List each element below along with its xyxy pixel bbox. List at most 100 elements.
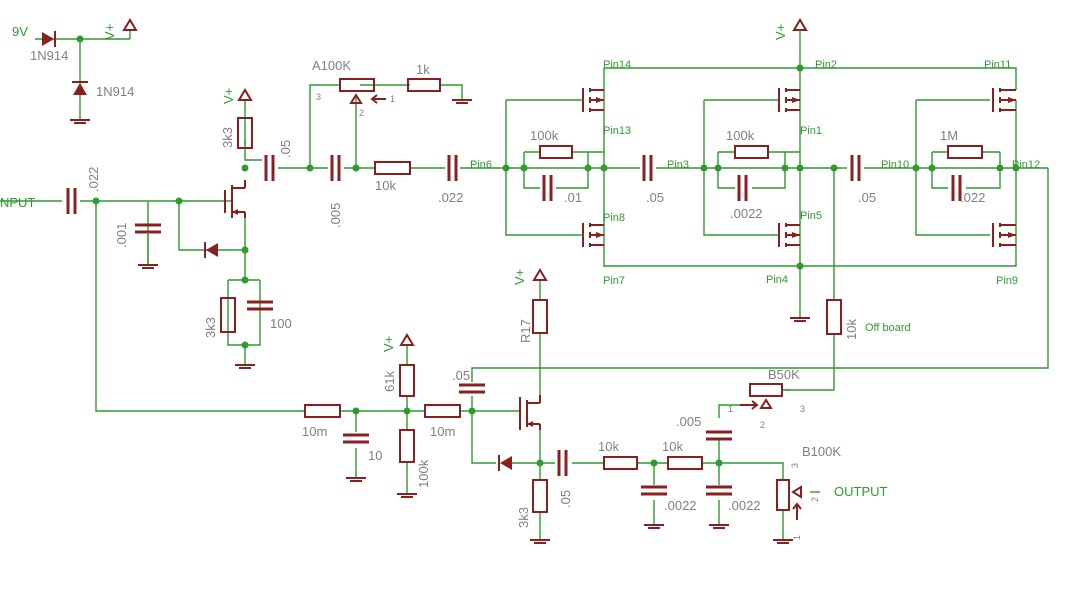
resistor-100k-mixer (399, 429, 415, 463)
resistor-10m-a (304, 404, 341, 418)
label-coupling-2: .05 (858, 190, 876, 205)
label-drain-res: 3k3 (220, 127, 235, 148)
stage1-section: V+ 3k3 3k3 100 .05 A100K 3 1 2 1k .005 1… (203, 58, 472, 369)
jfet-input (224, 180, 246, 218)
label-cap-005: .005 (328, 203, 343, 228)
label-stage-a-res: 100k (530, 128, 559, 143)
label-vplus-mixer: V+ (381, 336, 396, 352)
label-vol-pin2: 2 (810, 497, 820, 502)
label-offboard-res: 10k (844, 319, 859, 340)
pin1: Pin1 (800, 125, 822, 137)
clamp-diode-mixer (498, 455, 512, 471)
label-blend-pot: B50K (768, 367, 800, 382)
pin2: Pin2 (815, 59, 837, 71)
label-coupling-1: .05 (646, 190, 664, 205)
label-source-res: 3k3 (203, 317, 218, 338)
label-1n914-b: 1N914 (96, 84, 134, 99)
label-res-100k: 100k (416, 459, 431, 488)
source-resistor (220, 297, 236, 333)
vplus-arrow-icon (237, 88, 253, 101)
cap-005 (330, 155, 341, 181)
label-trim-pin3: 3 (316, 92, 321, 102)
out-cap-05 (557, 450, 568, 476)
clamp-diode (204, 242, 218, 258)
label-source-cap: 100 (270, 316, 292, 331)
label-trim-res: 1k (416, 62, 430, 77)
label-mixer-cap-005: .005 (676, 414, 701, 429)
label-vplus-r17: V+ (512, 269, 527, 285)
cap-022-c (951, 175, 962, 201)
label-shunt-cap: .001 (114, 223, 129, 248)
resistor-61k (399, 364, 415, 397)
resistor-3k3-mixer (532, 479, 548, 513)
label-trim-pin1: 1 (390, 94, 395, 104)
label-vplus-stage1: V+ (221, 88, 236, 104)
junctions (76, 35, 1020, 467)
label-filter-cap-b: .0022 (728, 498, 761, 513)
ground-icon (235, 364, 255, 369)
label-trim-pot: A100K (312, 58, 351, 73)
cap-10 (343, 433, 369, 444)
label-mixer-out-cap: .05 (558, 490, 573, 508)
pin4: Pin4 (766, 274, 788, 286)
resistor-10k-filter-b (667, 456, 703, 470)
resistor-10k-offboard (826, 299, 842, 335)
resistor-10m-b (424, 404, 461, 418)
label-blend-pin3: 3 (800, 404, 805, 414)
ground-icon (790, 317, 810, 322)
pin7: Pin7 (603, 275, 625, 287)
label-blend-pin2: 2 (760, 420, 765, 430)
ground-icon (644, 524, 664, 529)
mosfet-upper-b (778, 88, 800, 112)
pin8: Pin8 (603, 212, 625, 224)
diode-1n914-a (42, 31, 56, 47)
vplus-arrow-icon (399, 333, 415, 346)
label-filter-cap-a: .0022 (664, 498, 697, 513)
phaser-stage-c: 1M .022 Pin11 Pin12 Pin9 (940, 59, 1040, 287)
resistor-10k-series (374, 161, 411, 175)
ground-icon (452, 99, 472, 104)
filter-cap-a (641, 485, 667, 496)
pin5: Pin5 (800, 210, 822, 222)
trim-pot (339, 78, 386, 104)
shunt-capacitor (135, 223, 161, 269)
jfet-mixer (519, 395, 541, 430)
cap-005-mixer (706, 430, 732, 441)
ground-icon (773, 539, 793, 544)
filter-cap-b (706, 485, 732, 496)
ground-icon (397, 493, 417, 498)
resistor-100k-a (539, 145, 573, 159)
pin10: Pin10 (881, 159, 909, 171)
input-label: NPUT (0, 195, 35, 210)
resistor-10k-filter-a (603, 456, 638, 470)
label-vplus-phaser: V+ (773, 24, 788, 40)
mosfet-lower-b (778, 223, 800, 247)
diode-1n914-b (72, 81, 88, 95)
label-cap-022: .022 (438, 190, 463, 205)
coupling-cap-1 (642, 155, 653, 181)
resistor-1k (407, 78, 441, 92)
pin9: Pin9 (996, 275, 1018, 287)
resistor-r17 (532, 299, 548, 334)
bias-cap-05 (459, 383, 485, 394)
ground-icon (346, 477, 366, 482)
label-vol-pin1: 1 (792, 535, 802, 540)
label-res-10m-a: 10m (302, 424, 327, 439)
pin13: Pin13 (603, 125, 631, 137)
resistor-3k3-drain (237, 117, 253, 149)
label-series-res: 10k (375, 178, 396, 193)
label-stage1-out-cap: .05 (278, 140, 293, 158)
label-bias-cap: .05 (452, 368, 470, 383)
resistor-100k-b (734, 145, 769, 159)
label-bias-res: 61k (382, 371, 397, 392)
vplus-arrow-icon (532, 268, 548, 281)
label-mixer-source-res: 3k3 (516, 507, 531, 528)
label-r17: R17 (518, 319, 533, 343)
offboard-note: Off board (865, 322, 911, 334)
label-vol-pin3: 3 (790, 463, 800, 468)
label-trim-pin2: 2 (359, 108, 364, 118)
pin14: Pin14 (603, 59, 631, 71)
pin12: Pin12 (1012, 159, 1040, 171)
label-stage-a-cap: .01 (564, 190, 582, 205)
label-stage-b-cap: .0022 (730, 206, 763, 221)
